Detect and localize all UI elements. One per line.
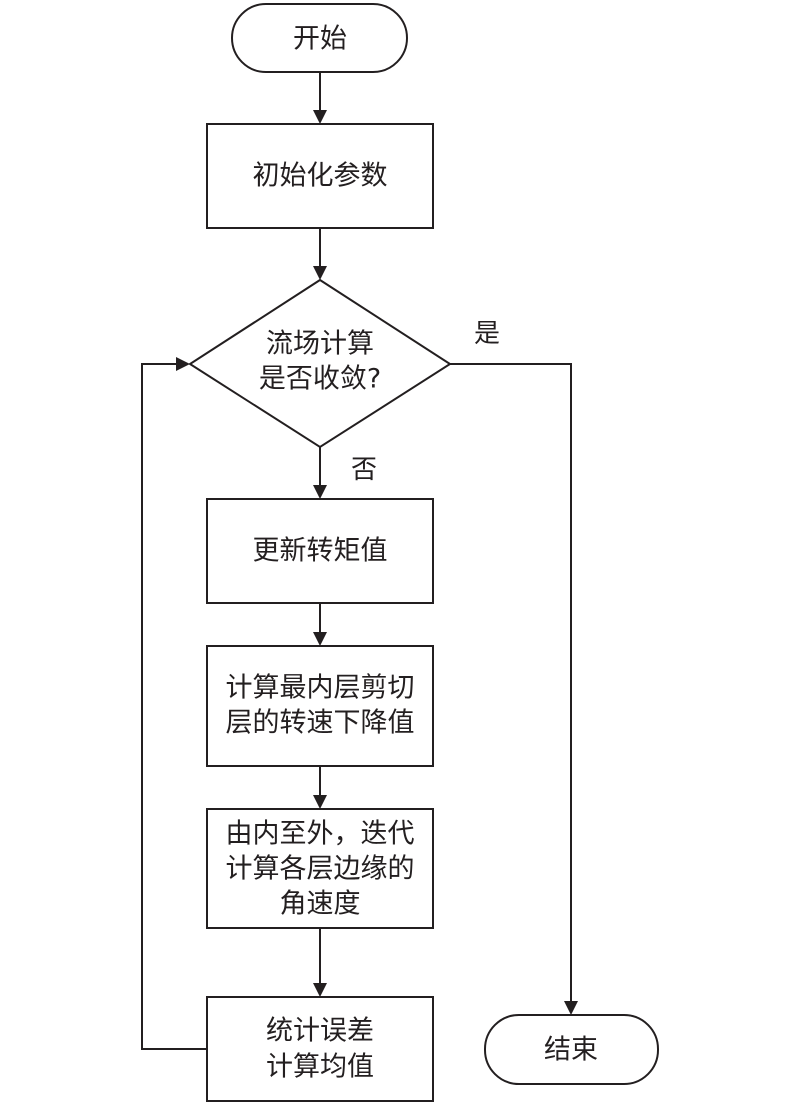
edge-stats-decision <box>141 363 207 1050</box>
stats-label-line-1: 统计误差 <box>266 1016 374 1047</box>
arrowhead-init-decision <box>313 266 327 280</box>
compute-drop-process-box <box>206 645 434 767</box>
node-iterate: 由内至外，迭代 计算各层边缘的 角速度 <box>206 808 434 929</box>
node-stats: 统计误差 计算均值 <box>206 996 434 1102</box>
node-update: 更新转矩值 <box>206 498 434 604</box>
update-process-box <box>206 498 434 604</box>
edge-label-no: 否 <box>351 455 377 485</box>
iterate-label-line-3: 角速度 <box>280 889 361 920</box>
node-start: 开始 <box>231 3 408 73</box>
stats-label-line-2: 计算均值 <box>266 1052 374 1083</box>
arrowhead-decision-end <box>564 1001 578 1015</box>
decision-diamond <box>188 278 452 449</box>
edges <box>141 72 578 1050</box>
arrowhead-update-compute-drop <box>313 632 327 646</box>
node-compute-drop: 计算最内层剪切 层的转速下降值 <box>206 645 434 767</box>
iterate-label-line-2: 计算各层边缘的 <box>226 854 415 885</box>
compute-drop-label-line-2: 层的转速下降值 <box>226 708 415 739</box>
end-label: 结束 <box>544 1035 598 1066</box>
iterate-label-line-1: 由内至外，迭代 <box>226 819 415 850</box>
start-label: 开始 <box>293 24 347 55</box>
arrowhead-decision-update <box>313 485 327 499</box>
arrowhead-compute-drop-iterate <box>313 795 327 809</box>
edge-label-yes: 是 <box>474 319 500 349</box>
stats-process-box <box>206 996 434 1102</box>
compute-drop-label-line-1: 计算最内层剪切 <box>226 673 415 704</box>
update-label: 更新转矩值 <box>253 536 388 567</box>
init-process-box <box>206 123 434 229</box>
arrowhead-start-init <box>313 110 327 124</box>
node-decision: 流场计算 是否收敛? <box>188 278 452 449</box>
decision-label-line-2: 是否收敛? <box>259 364 381 395</box>
decision-label-line-1: 流场计算 <box>266 329 374 360</box>
init-label: 初始化参数 <box>253 161 388 192</box>
arrowhead-iterate-stats <box>313 983 327 997</box>
node-init: 初始化参数 <box>206 123 434 229</box>
arrowhead-stats-decision <box>176 357 190 371</box>
node-end: 结束 <box>484 1014 659 1085</box>
edge-decision-end <box>450 363 572 1001</box>
start-terminal-shape <box>231 3 408 73</box>
iterate-process-box <box>206 808 434 929</box>
end-terminal-shape <box>484 1014 659 1085</box>
